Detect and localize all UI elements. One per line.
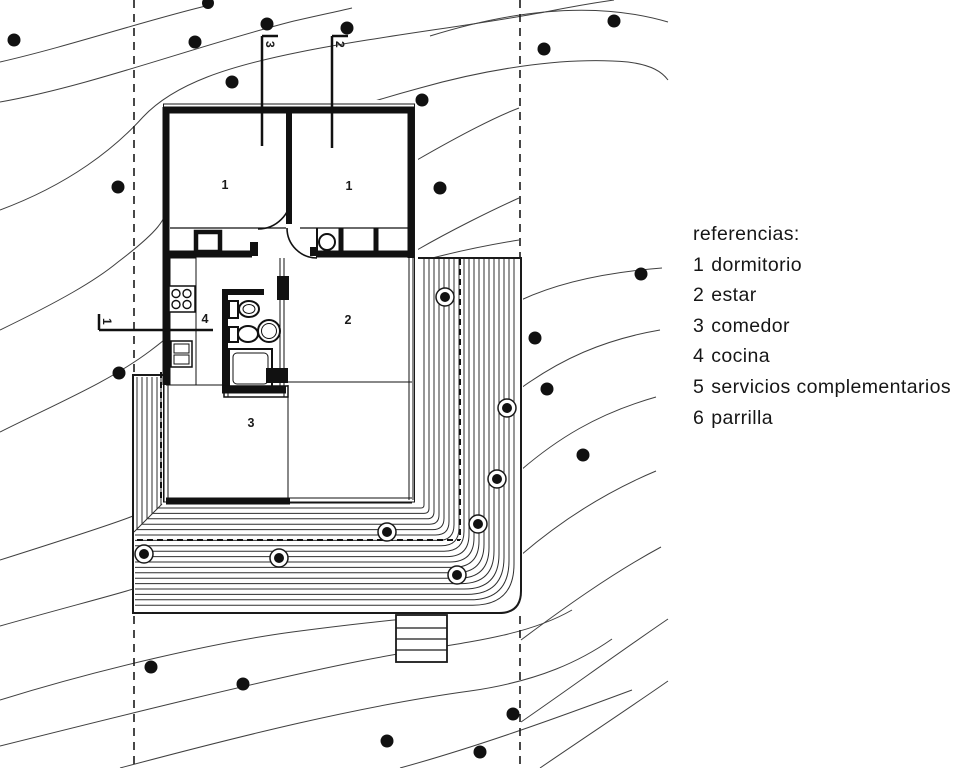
tree xyxy=(506,707,520,721)
legend-item-number: 6 xyxy=(693,406,705,429)
toilet-tank xyxy=(228,300,239,319)
toilet xyxy=(238,300,260,318)
room-label-bedroom-left: 1 xyxy=(222,178,229,192)
tree xyxy=(225,75,239,89)
tree xyxy=(473,745,487,759)
tree xyxy=(144,660,158,674)
deck xyxy=(132,257,523,663)
legend-item-label: cocina xyxy=(711,345,771,368)
room-label-bedroom-right: 1 xyxy=(346,179,353,193)
legend-item-label: comedor xyxy=(711,314,790,337)
walls-thick xyxy=(162,106,415,505)
tree xyxy=(7,33,21,47)
legend-item: 1 dormitorio xyxy=(693,250,951,281)
tree xyxy=(528,331,542,345)
legend-item-number: 3 xyxy=(693,314,705,337)
legend-item: 5 servicios complementarios xyxy=(693,372,951,403)
stairs xyxy=(395,614,448,663)
legend-item-label: servicios complementarios xyxy=(711,375,951,398)
bathroom xyxy=(222,289,286,394)
legend-item-number: 1 xyxy=(693,253,705,276)
house: 1 1 2 3 4 xyxy=(162,100,418,505)
tree xyxy=(260,17,274,31)
tree xyxy=(607,14,621,28)
section-marker-2 xyxy=(330,34,348,148)
tree xyxy=(380,734,394,748)
legend-title: referencias: xyxy=(693,223,800,245)
deck-tree xyxy=(487,469,507,489)
section-marker-2-label: 2 xyxy=(333,41,347,48)
door-arcs xyxy=(257,195,318,259)
deck-tree xyxy=(377,522,397,542)
deck-edge xyxy=(132,257,522,614)
deck-tree xyxy=(468,514,488,534)
site-trees xyxy=(7,0,648,759)
deck-fill xyxy=(133,258,523,615)
tree xyxy=(202,0,214,9)
tree xyxy=(576,448,590,462)
glass-partition xyxy=(266,258,289,392)
legend-item: 4 cocina xyxy=(693,341,951,372)
deck-tree xyxy=(134,544,154,564)
legend-item: 2 estar xyxy=(693,280,951,311)
legend-item-label: dormitorio xyxy=(711,253,802,276)
roof-overhang-dashed xyxy=(137,259,461,541)
deck-tree xyxy=(497,398,517,418)
tree xyxy=(236,677,250,691)
room-label-kitchen: 4 xyxy=(202,312,209,326)
tree xyxy=(433,181,447,195)
legend-item: 6 parrilla xyxy=(693,403,951,434)
deck-tree xyxy=(269,548,289,568)
tree xyxy=(537,42,551,56)
stove xyxy=(168,285,196,313)
room-label-living: 2 xyxy=(345,313,352,327)
kitchen xyxy=(166,257,222,386)
legend-item-number: 4 xyxy=(693,345,705,368)
section-marker-1 xyxy=(97,314,213,332)
section-marker-1-label: 1 xyxy=(100,318,114,325)
tree xyxy=(634,267,648,281)
deck-tree xyxy=(447,565,467,585)
tree xyxy=(540,382,554,396)
tree xyxy=(340,21,354,35)
tree xyxy=(111,180,125,194)
tree xyxy=(188,35,202,49)
deck-boards xyxy=(133,259,515,606)
water-heater xyxy=(318,233,336,251)
legend: referencias: 1 dormitorio 2 estar 3 comedor… xyxy=(693,219,951,433)
legend-item: 3 comedor xyxy=(693,311,951,342)
deck-trees xyxy=(134,287,517,585)
fridge xyxy=(170,340,193,368)
legend-item-label: estar xyxy=(711,284,757,307)
section-marker-3 xyxy=(260,34,278,146)
deck-tree xyxy=(435,287,455,307)
closets xyxy=(170,227,408,256)
tree xyxy=(415,93,429,107)
deck-miter-line xyxy=(133,503,163,533)
legend-item-number: 2 xyxy=(693,284,705,307)
tree xyxy=(112,366,126,380)
legend-item-number: 5 xyxy=(693,375,705,398)
legend-item-label: parrilla xyxy=(711,406,773,429)
section-marker-3-label: 3 xyxy=(263,41,277,48)
room-label-dining: 3 xyxy=(248,416,255,430)
partitions xyxy=(163,258,414,504)
table xyxy=(223,385,289,398)
section-markers xyxy=(97,34,348,332)
